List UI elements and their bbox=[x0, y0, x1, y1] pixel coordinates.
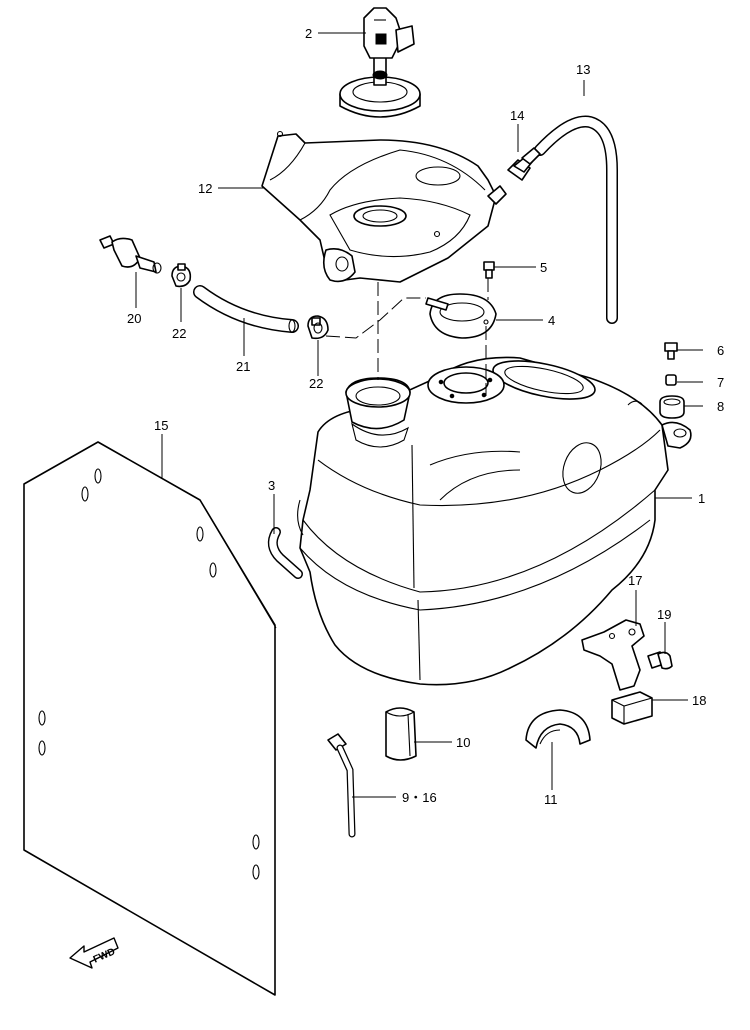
callout-18: 18 bbox=[692, 693, 706, 708]
part-19-bolt bbox=[647, 651, 673, 670]
part-21-fuel-hose bbox=[193, 285, 299, 333]
part-4-fuel-gauge bbox=[425, 293, 497, 339]
part-14-joint bbox=[507, 147, 541, 181]
callout-19: 19 bbox=[657, 607, 671, 622]
callout-14: 14 bbox=[510, 108, 524, 123]
part-2-fuel-cap bbox=[339, 7, 421, 118]
part-13-vent-hose bbox=[534, 115, 618, 324]
callout-7: 7 bbox=[717, 375, 724, 390]
part-5-screw bbox=[483, 261, 495, 279]
part-22-clamp-lower bbox=[307, 315, 329, 340]
callout-2: 2 bbox=[305, 26, 312, 41]
callout-22-lower: 22 bbox=[309, 376, 323, 391]
callout-12: 12 bbox=[198, 181, 212, 196]
callout-4: 4 bbox=[548, 313, 555, 328]
callout-10: 10 bbox=[456, 735, 470, 750]
part-15-plate bbox=[23, 441, 277, 996]
callout-21: 21 bbox=[236, 359, 250, 374]
callout-labels: 2 12 13 14 5 4 6 7 8 1 3 15 20 22 21 22 … bbox=[127, 26, 724, 807]
callout-22-upper: 22 bbox=[172, 326, 186, 341]
callout-11: 11 bbox=[544, 792, 558, 807]
part-6-bolt bbox=[664, 342, 678, 360]
callout-5: 5 bbox=[540, 260, 547, 275]
part-20-filter bbox=[99, 235, 162, 274]
part-3-small-hose bbox=[267, 527, 303, 579]
part-7-collar bbox=[665, 374, 677, 386]
part-10-pad bbox=[385, 707, 417, 761]
assembly-lines bbox=[325, 278, 489, 396]
part-9-16-pipe bbox=[327, 733, 356, 838]
callout-8: 8 bbox=[717, 399, 724, 414]
callout-6: 6 bbox=[717, 343, 724, 358]
part-17-bracket bbox=[581, 619, 645, 691]
callout-9-16: 9・16 bbox=[402, 790, 437, 805]
callout-1: 1 bbox=[698, 491, 705, 506]
callout-13: 13 bbox=[576, 62, 590, 77]
part-1-fuel-tank bbox=[297, 356, 692, 686]
fwd-arrow-icon: FWD bbox=[69, 937, 119, 969]
leader-lines bbox=[135, 32, 703, 798]
part-22-clamp-upper bbox=[171, 263, 192, 288]
callout-3: 3 bbox=[268, 478, 275, 493]
part-11-saddle bbox=[525, 709, 591, 749]
callout-17: 17 bbox=[628, 573, 642, 588]
part-18-cushion bbox=[611, 691, 653, 725]
callout-15: 15 bbox=[154, 418, 168, 433]
part-12-tray bbox=[261, 130, 507, 283]
part-8-cushion bbox=[659, 395, 685, 419]
callout-20: 20 bbox=[127, 311, 141, 326]
